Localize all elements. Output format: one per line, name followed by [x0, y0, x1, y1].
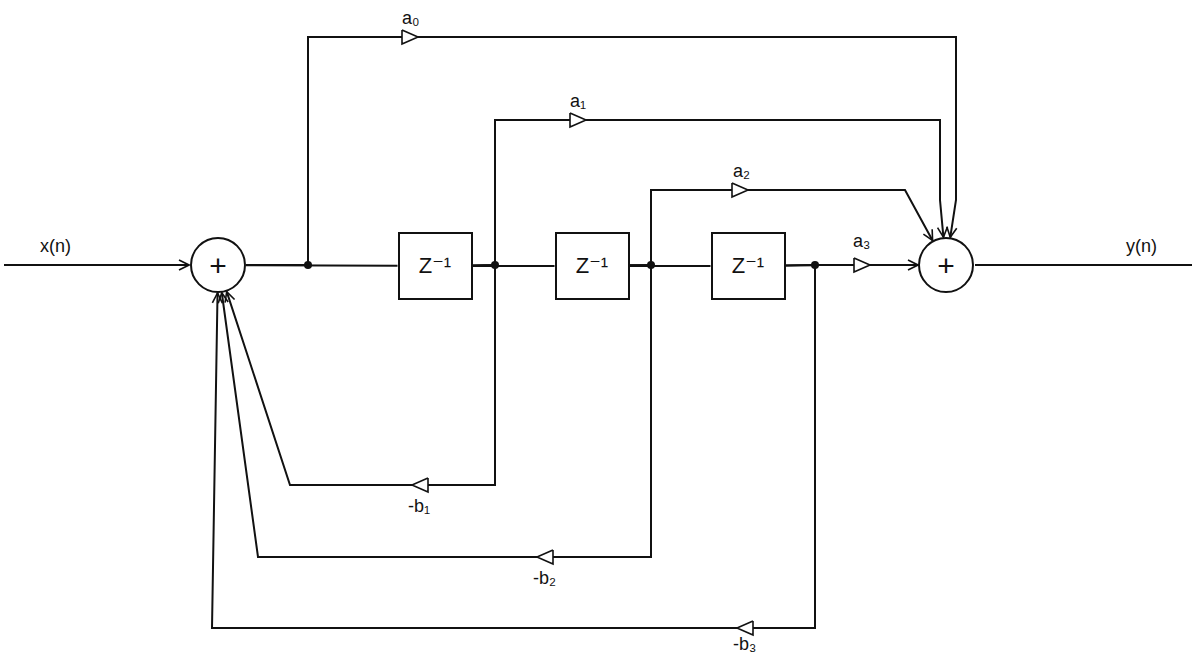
- gain-coefficient: a₃: [853, 231, 870, 252]
- signal-connector: [246, 37, 956, 265]
- delay-box: Z⁻¹: [555, 232, 630, 300]
- gain-triangle: [737, 621, 753, 635]
- gain-triangle: [854, 258, 870, 272]
- gain-triangle: [402, 30, 418, 44]
- adder-sign: +: [209, 249, 227, 282]
- gain-triangle: [570, 113, 586, 127]
- gain-triangle: [537, 550, 553, 564]
- signal-name: y(n): [1126, 236, 1157, 257]
- signal-connector: [473, 120, 944, 265]
- adder-circle: +: [918, 237, 974, 293]
- signal-connector: [212, 265, 815, 628]
- delay-box: Z⁻¹: [398, 232, 473, 300]
- delay-box: Z⁻¹: [711, 232, 786, 300]
- gain-coefficient: a₂: [733, 161, 750, 182]
- gain-coefficient: -b₃: [733, 634, 756, 655]
- adder-circle: +: [190, 237, 246, 293]
- signal-connector: [222, 265, 651, 557]
- signal-name: x(n): [40, 236, 71, 257]
- gain-coefficient: a₁: [570, 91, 586, 112]
- input-wire: [4, 264, 189, 266]
- gain-triangle: [732, 183, 748, 197]
- delay-label: Z⁻¹: [576, 254, 608, 278]
- gain-coefficient: a₀: [402, 8, 419, 29]
- adder-sign: +: [937, 249, 955, 282]
- output-wire: [975, 264, 1192, 266]
- gain-coefficient: -b₂: [533, 568, 556, 589]
- gain-triangle: [412, 478, 428, 492]
- delay-label: Z⁻¹: [419, 254, 451, 278]
- signal-connector: [246, 264, 398, 267]
- delay-label: Z⁻¹: [732, 254, 764, 278]
- gain-coefficient: -b₁: [408, 496, 430, 517]
